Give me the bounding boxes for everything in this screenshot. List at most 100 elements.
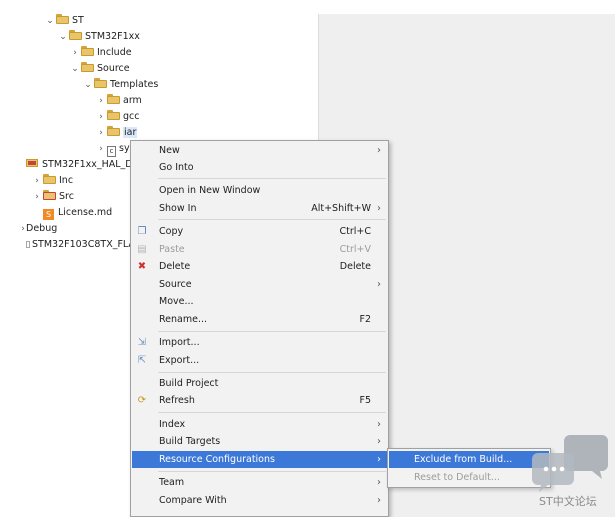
- menu-separator: [158, 178, 386, 179]
- tree-item-inc[interactable]: ›Inc: [31, 173, 73, 189]
- source-folder-icon: [26, 158, 39, 168]
- tree-item-label: Debug: [26, 223, 58, 234]
- import-icon: ⇲: [137, 337, 147, 348]
- menu-item-label: Source: [159, 279, 192, 290]
- menu-item-index[interactable]: Index ›: [132, 416, 387, 433]
- menu-item-import[interactable]: ⇲ Import...: [132, 334, 387, 351]
- shortcut-text: Delete: [339, 261, 371, 272]
- menu-item-label: Go Into: [159, 162, 194, 173]
- tree-item-label: iar: [123, 127, 138, 138]
- tree-item-label: Source: [97, 63, 130, 74]
- tree-item-source[interactable]: ⌄ Source: [69, 61, 130, 77]
- chevron-right-icon[interactable]: ›: [99, 112, 103, 122]
- menu-item-label: Copy: [159, 226, 184, 237]
- tree-item-debug[interactable]: ›Debug: [20, 221, 57, 237]
- delete-icon: ✖: [137, 261, 147, 272]
- chevron-right-icon[interactable]: ›: [35, 176, 39, 186]
- menu-item-export[interactable]: ⇱ Export...: [132, 352, 387, 369]
- chevron-down-icon[interactable]: ⌄: [71, 64, 79, 74]
- file-icon: ▯: [25, 240, 31, 250]
- sublime-file-icon: S: [43, 209, 54, 220]
- chevron-down-icon[interactable]: ⌄: [84, 80, 92, 90]
- chevron-right-icon[interactable]: ›: [99, 144, 103, 154]
- chevron-right-icon[interactable]: ›: [73, 48, 77, 58]
- folder-icon: [81, 62, 94, 72]
- menu-item-label: Refresh: [159, 395, 195, 406]
- shortcut-text: Ctrl+V: [339, 244, 371, 255]
- tree-item-label: Templates: [110, 79, 159, 90]
- menu-item-new[interactable]: New ›: [132, 142, 387, 159]
- menu-separator: [158, 412, 386, 413]
- menu-item-show-in[interactable]: Show In Alt+Shift+W ›: [132, 200, 387, 217]
- submenu-arrow-icon: ›: [377, 454, 381, 465]
- submenu-arrow-icon: ›: [377, 495, 381, 506]
- tree-item-src[interactable]: ›Src: [31, 189, 74, 205]
- folder-icon: [94, 78, 107, 88]
- menu-item-team[interactable]: Team ›: [132, 474, 387, 491]
- menu-item-compare-with[interactable]: Compare With ›: [132, 492, 387, 509]
- folder-icon: [43, 174, 56, 184]
- folder-icon: [81, 46, 94, 56]
- tree-item-linker-file[interactable]: ▯STM32F103C8TX_FLA: [24, 237, 135, 253]
- tree-item-label: ST: [72, 15, 84, 26]
- menu-item-label: Open in New Window: [159, 185, 261, 196]
- tree-item-stm32f1xx[interactable]: ⌄ STM32F1xx: [57, 29, 140, 45]
- tree-item-gcc[interactable]: › gcc: [95, 109, 139, 125]
- tree-item-label: gcc: [123, 111, 140, 122]
- tree-item-hal-driver[interactable]: STM32F1xx_HAL_D: [26, 157, 133, 173]
- menu-separator: [158, 471, 386, 472]
- menu-item-move[interactable]: Move...: [132, 293, 387, 310]
- menu-item-resource-configurations[interactable]: Resource Configurations ›: [132, 451, 387, 468]
- chevron-right-icon[interactable]: ›: [21, 224, 25, 234]
- tree-item-label: arm: [123, 95, 142, 106]
- menu-item-refresh[interactable]: ⟳ Refresh F5: [132, 392, 387, 409]
- menu-separator: [158, 372, 386, 373]
- submenu-arrow-icon: ›: [377, 477, 381, 488]
- menu-item-label: Export...: [159, 355, 200, 366]
- chevron-right-icon[interactable]: ›: [99, 96, 103, 106]
- paste-icon: ▤: [137, 244, 147, 255]
- menu-item-label: Exclude from Build...: [414, 454, 513, 465]
- menu-item-source[interactable]: Source ›: [132, 276, 387, 293]
- menu-item-exclude-from-build[interactable]: Exclude from Build...: [389, 451, 549, 468]
- tree-item-label: STM32F1xx: [85, 31, 140, 42]
- tree-item-iar[interactable]: › iar: [95, 125, 138, 141]
- submenu-arrow-icon: ›: [377, 203, 381, 214]
- export-icon: ⇱: [137, 355, 147, 366]
- shortcut-text: Ctrl+C: [339, 226, 372, 237]
- menu-item-label: New: [159, 145, 180, 156]
- chevron-right-icon[interactable]: ›: [35, 192, 39, 202]
- menu-item-build-targets[interactable]: Build Targets ›: [132, 433, 387, 450]
- menu-item-go-into[interactable]: Go Into: [132, 159, 387, 176]
- tree-item-label: STM32F103C8TX_FLA: [32, 239, 135, 250]
- chevron-right-icon[interactable]: ›: [99, 128, 103, 138]
- tree-item-label: License.md: [58, 207, 113, 218]
- tree-item-st[interactable]: ⌄ ST: [44, 13, 84, 29]
- menu-item-open-in-new-window[interactable]: Open in New Window: [132, 182, 387, 199]
- context-menu: New › Go Into Open in New Window Show In…: [130, 140, 389, 517]
- menu-item-delete[interactable]: ✖ Delete Delete: [132, 258, 387, 275]
- tree-item-license[interactable]: S License.md: [43, 205, 112, 221]
- menu-item-label: Paste: [159, 244, 185, 255]
- menu-item-label: Team: [159, 477, 185, 488]
- menu-item-label: Resource Configurations: [159, 454, 275, 465]
- tree-item-label: Include: [97, 47, 132, 58]
- copy-icon: ❐: [137, 226, 147, 237]
- menu-item-copy[interactable]: ❐ Copy Ctrl+C: [132, 223, 387, 240]
- folder-icon: [107, 126, 120, 136]
- shortcut-text: F2: [359, 314, 371, 325]
- menu-item-reset-to-default: Reset to Default...: [389, 469, 549, 486]
- watermark-text: ST中文论坛: [539, 495, 597, 508]
- menu-item-label: Show In: [159, 203, 197, 214]
- tree-item-templates[interactable]: ⌄ Templates: [82, 77, 158, 93]
- menu-item-build-project[interactable]: Build Project: [132, 375, 387, 392]
- menu-item-label: Import...: [159, 337, 200, 348]
- chevron-down-icon[interactable]: ⌄: [46, 16, 54, 26]
- menu-item-rename[interactable]: Rename... F2: [132, 311, 387, 328]
- menu-item-label: Rename...: [159, 314, 208, 325]
- tree-item-arm[interactable]: › arm: [95, 93, 142, 109]
- chevron-down-icon[interactable]: ⌄: [59, 32, 67, 42]
- tree-item-include[interactable]: › Include: [69, 45, 132, 61]
- refresh-icon: ⟳: [137, 395, 147, 406]
